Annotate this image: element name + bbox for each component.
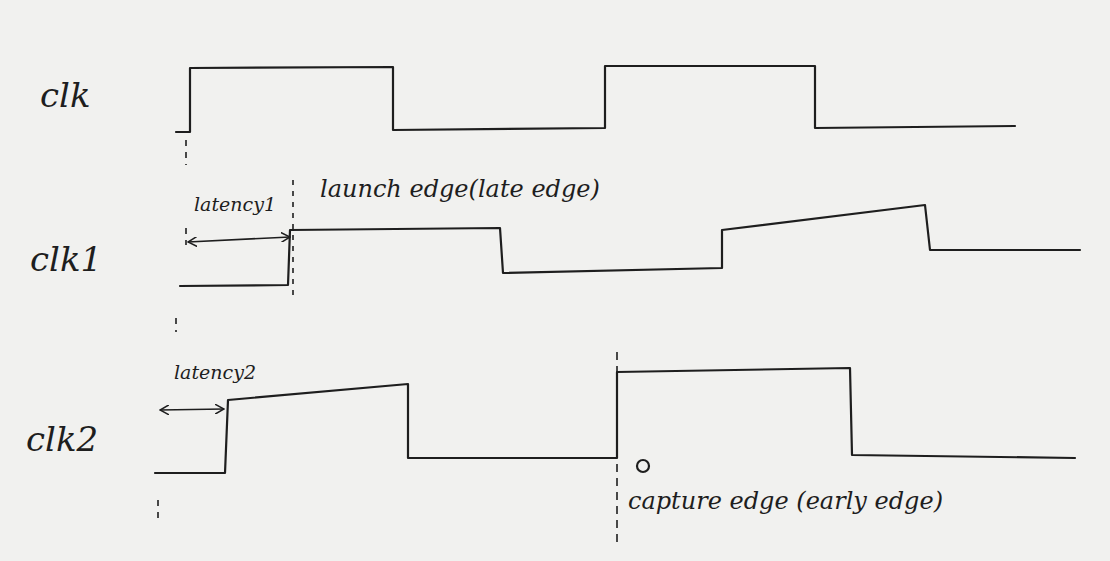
edge-label: launch edge(late edge) — [318, 176, 602, 204]
clk-waveform — [176, 66, 1015, 132]
clk1-waveform — [180, 205, 1080, 286]
capture-mark — [637, 460, 649, 472]
latency-label: latency1 — [192, 194, 278, 216]
clk2-waveform — [155, 368, 1075, 473]
latency-label: latency2 — [172, 362, 258, 384]
signal-name: clk — [38, 76, 93, 115]
capture-edge-marker — [616, 352, 618, 548]
launch-edge-marker — [292, 180, 294, 300]
latency2-arrow — [160, 409, 224, 410]
signal-name: clk1 — [28, 240, 104, 279]
reference-dash — [158, 140, 186, 522]
signal-name: clk2 — [24, 420, 100, 459]
edge-label: capture edge (early edge) — [626, 488, 945, 516]
latency1-arrow — [188, 237, 290, 242]
